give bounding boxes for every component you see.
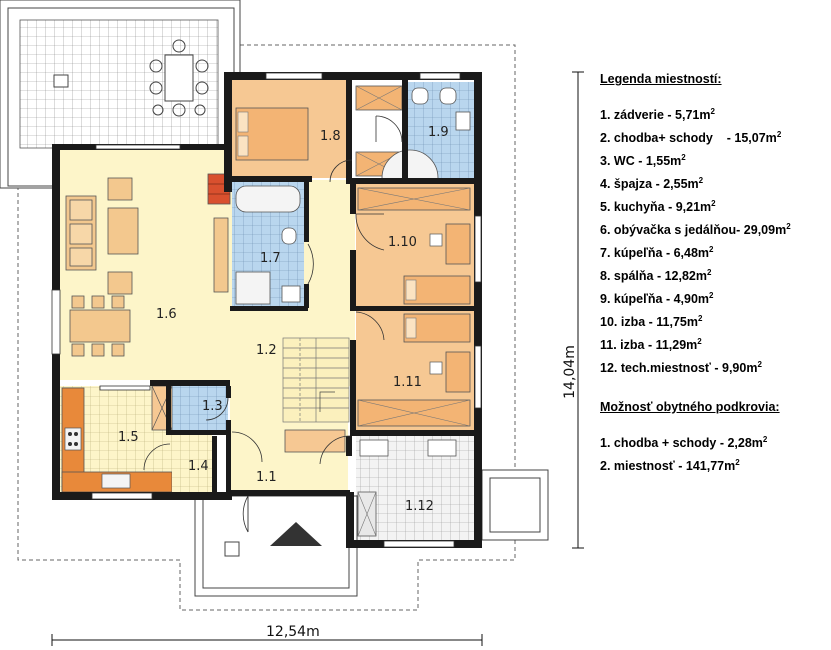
legend-item-sup: 2: [697, 337, 702, 346]
terrace-dining-set: [53, 39, 209, 117]
windows: [51, 72, 482, 548]
room-label-1-9: 1.9: [428, 125, 449, 140]
legend-item: 1. zádverie - 5,71m2: [600, 102, 828, 125]
legend-item: 8. spálňa - 12,82m2: [600, 263, 828, 286]
legend-item-sup: 2: [710, 107, 715, 116]
legend-item-sup: 2: [681, 153, 686, 162]
desk-1-10: [445, 223, 471, 265]
legend-item-text: 2. chodba+ schody - 15,07m: [600, 131, 777, 145]
staircase: [282, 337, 350, 423]
legend-item: 6. obývačka s jedálňou- 29,09m2: [600, 217, 828, 240]
room-label-1-2: 1.2: [256, 343, 277, 358]
legend-title: Legenda miestností:: [600, 72, 722, 86]
bathtub-icon: [235, 185, 301, 213]
room-label-1-4: 1.4: [188, 459, 209, 474]
legend-item-sup: 2: [709, 291, 714, 300]
attic-item-text: 1. chodba + schody - 2,28m: [600, 436, 763, 450]
room-legend: Legenda miestností: 1. zádverie - 5,71m2…: [600, 72, 828, 476]
legend-item-text: 6. obývačka s jedálňou- 29,09m: [600, 223, 787, 237]
legend-item-text: 7. kúpeľňa - 6,48m: [600, 246, 710, 260]
attic-item-sup: 2: [735, 458, 740, 467]
toilet-icon: [281, 227, 297, 245]
width-dimension-label: 12,54m: [266, 624, 320, 640]
legend-item-text: 9. kúpeľňa - 4,90m: [600, 292, 710, 306]
shower-icon: [235, 271, 271, 305]
legend-item-text: 10. izba - 11,75m: [600, 315, 698, 329]
legend-item: 5. kuchyňa - 9,21m2: [600, 194, 828, 217]
legend-item-sup: 2: [709, 245, 714, 254]
legend-item-text: 3. WC - 1,55m: [600, 154, 682, 168]
legend-item: 11. izba - 11,29m2: [600, 332, 828, 355]
legend-item-text: 4. špajza - 2,55m: [600, 177, 699, 191]
height-dimension: [572, 71, 584, 549]
legend-item-text: 8. spálňa - 12,82m: [600, 269, 708, 283]
side-steps: [481, 469, 549, 541]
washbasin-icon: [281, 285, 301, 303]
room-label-1-6: 1.6: [156, 307, 177, 322]
legend-item-sup: 2: [707, 268, 712, 277]
room-label-1-11: 1.11: [393, 375, 422, 390]
legend-item-text: 5. kuchyňa - 9,21m: [600, 200, 712, 214]
legend-item-sup: 2: [698, 176, 704, 185]
coffee-table: [107, 207, 139, 255]
kitchen-sink: [101, 473, 131, 489]
height-dimension-label: 14,04m: [562, 345, 578, 399]
armchair-bottom: [107, 271, 133, 295]
legend-item-sup: 2: [697, 314, 703, 323]
legend-item: 12. tech.miestnosť - 9,90m2: [600, 355, 828, 378]
attic-item-sup: 2: [762, 435, 768, 444]
room-1-4-fill: [172, 436, 214, 492]
legend-item-text: 11. izba - 11,29m: [600, 338, 698, 352]
kitchen-hob: [64, 427, 82, 451]
legend-item: 2. chodba+ schody - 15,07m2: [600, 125, 828, 148]
room-label-1-8: 1.8: [320, 129, 341, 144]
room-label-1-1: 1.1: [256, 470, 277, 485]
width-dimension: [51, 634, 483, 646]
attic-item-text: 2. miestnosť - 141,77m: [600, 459, 736, 473]
door-swings: [143, 115, 403, 533]
bench: [284, 429, 346, 453]
legend-item: 4. špajza - 2,55m2: [600, 171, 828, 194]
legend-item-sup: 2: [757, 360, 762, 369]
armchair-top: [107, 177, 133, 201]
attic-item: 2. miestnosť - 141,77m2: [600, 453, 828, 476]
legend-item: 7. kúpeľňa - 6,48m2: [600, 240, 828, 263]
room-label-1-7: 1.7: [260, 251, 281, 266]
legend-item-sup: 2: [786, 222, 791, 231]
legend-item-text: 12. tech.miestnosť - 9,90m: [600, 361, 758, 375]
legend-item: 3. WC - 1,55m2: [600, 148, 828, 171]
legend-item-sup: 2: [711, 199, 716, 208]
tv-unit: [213, 217, 229, 293]
desk-1-11: [445, 351, 471, 393]
legend-item-text: 1. zádverie - 5,71m: [600, 108, 711, 122]
room-label-1-5: 1.5: [118, 430, 139, 445]
room-label-1-10: 1.10: [388, 235, 417, 250]
attic-item: 1. chodba + schody - 2,28m2: [600, 430, 828, 453]
room-label-1-3: 1.3: [202, 399, 223, 414]
room-1-3-fill: [172, 386, 228, 430]
dining-table: [69, 309, 131, 343]
room-label-1-12: 1.12: [405, 499, 434, 514]
entrance-steps: [194, 495, 358, 597]
legend-item: 9. kúpeľňa - 4,90m2: [600, 286, 828, 309]
legend-item-sup: 2: [776, 130, 782, 139]
legend-item: 10. izba - 11,75m2: [600, 309, 828, 332]
attic-title: Možnosť obytného podkrovia:: [600, 400, 780, 414]
